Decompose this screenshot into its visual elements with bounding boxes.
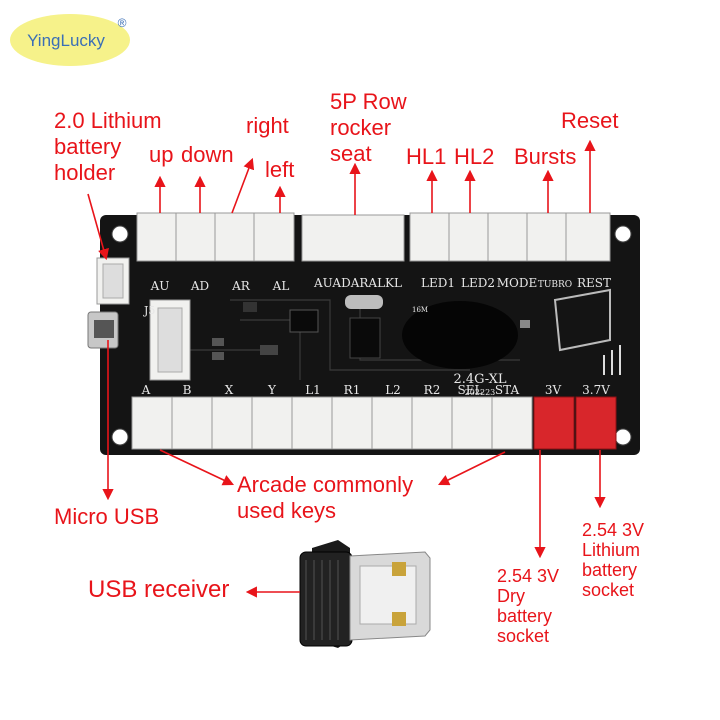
pointer-arrows (87, 139, 606, 598)
label-arcade-keys: Arcade commonly used keys (237, 472, 414, 523)
controller-pcb: AU AD AR AL AUADARALKL LED1 LED2 MODE TU… (87, 212, 640, 455)
silk-l2: L2 (385, 383, 401, 397)
silk-chip: 16M (412, 306, 428, 314)
silk-ad: AD (190, 279, 209, 293)
silk-b: B (183, 383, 192, 397)
label-reset: Reset (561, 108, 619, 133)
top-connectors (136, 212, 611, 262)
red-battery-sockets (533, 396, 617, 450)
silk-3-7v: 3.7V (582, 383, 610, 397)
silk-r1: R1 (344, 383, 361, 397)
silk-tubro: TUBRO (538, 280, 572, 290)
label-usb-receiver: USB receiver (88, 576, 230, 603)
silk-al: AL (272, 279, 290, 293)
label-left: left (265, 157, 295, 182)
antenna-logo-area (402, 301, 518, 369)
silk-led1: LED1 (421, 276, 455, 290)
silk-l1: L1 (305, 383, 321, 397)
brand-name: YingLucky (27, 31, 105, 50)
silk-ar: AR (231, 279, 251, 293)
silk-rocker: AUADARALKL (313, 276, 402, 290)
label-micro-usb: Micro USB (54, 504, 160, 529)
silk-j5: J5 (143, 304, 155, 317)
silk-x: X (225, 383, 234, 397)
silk-sel: SEL (458, 383, 483, 397)
silk-mode: MODE (497, 276, 538, 290)
silk-rest: REST (577, 276, 611, 290)
crystal (345, 295, 383, 309)
brand-logo: YingLucky ® (8, 10, 134, 68)
label-up: up (149, 142, 174, 167)
silk-date: 202223 (465, 388, 496, 397)
brand-logo-oval (10, 14, 130, 66)
label-lithium-battery-socket: 2.54 3V Lithium battery socket (582, 520, 645, 600)
label-hl2: HL2 (454, 144, 495, 169)
label-battery-holder: 2.0 Lithium battery holder (54, 108, 162, 185)
label-bursts: Bursts (514, 144, 577, 169)
usb-receiver-dongle (299, 540, 431, 648)
registered-mark: ® (118, 16, 127, 30)
silk-a: A (141, 383, 151, 397)
bottom-connectors (131, 396, 533, 450)
pcb-logo-mark (553, 288, 611, 352)
silk-y: Y (267, 383, 277, 397)
silk-r2: R2 (424, 383, 441, 397)
silk-led2: LED2 (461, 276, 495, 290)
silk-model: 2.4G-XL (453, 372, 506, 387)
label-rocker-seat: 5P Row rocker seat (330, 89, 407, 166)
label-dry-battery-socket: 2.54 3V Dry battery socket (497, 566, 560, 646)
wireless-icon (603, 345, 621, 375)
label-down: down (181, 142, 234, 167)
silk-sta: STA (495, 383, 520, 397)
silk-au: AU (150, 279, 170, 293)
label-right: right (246, 113, 289, 138)
label-hl1: HL1 (406, 144, 447, 169)
silk-3v: 3V (545, 383, 562, 397)
